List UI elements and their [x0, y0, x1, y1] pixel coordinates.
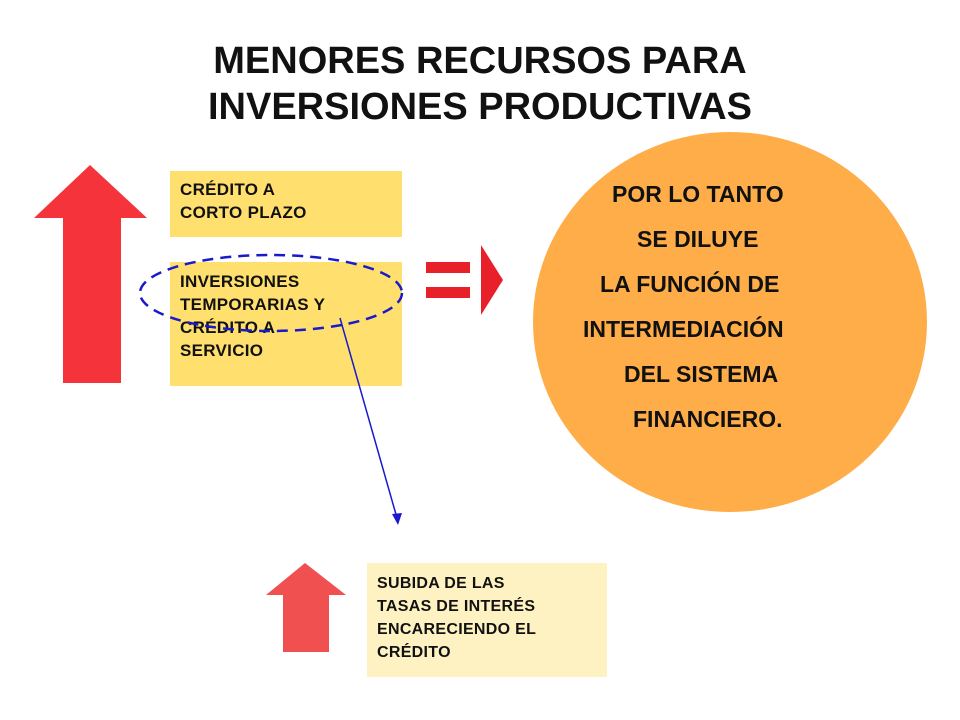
box-line: CORTO PLAZO — [180, 203, 307, 222]
conclusion-line: DEL SISTEMA — [624, 361, 779, 387]
title-line-2: INVERSIONES PRODUCTIVAS — [207, 86, 753, 128]
highlight-ellipse — [138, 253, 404, 333]
conclusion-line: INTERMEDIACIÓN — [583, 316, 784, 342]
box-line: CRÉDITO — [377, 644, 451, 661]
box-line: SERVICIO — [180, 341, 264, 360]
box-line: CRÉDITO A — [180, 180, 276, 199]
temporary-investments-box: INVERSIONES TEMPORARIAS Y CRÉDITO A SERV… — [170, 262, 402, 386]
pointer-arrowhead-icon — [392, 513, 402, 525]
box-line: CRÉDITO A — [180, 318, 276, 337]
big-up-arrow-icon — [34, 165, 147, 383]
small-up-arrow-icon — [266, 563, 346, 652]
conclusion-line: POR LO TANTO — [612, 181, 784, 207]
implies-arrow-icon — [426, 245, 503, 315]
short-term-credit-box: CRÉDITO A CORTO PLAZO — [170, 171, 402, 237]
box-line: TASAS DE INTERÉS — [377, 598, 536, 615]
title-line-1: MENORES RECURSOS PARA — [213, 40, 747, 82]
conclusion-text: POR LO TANTO SE DILUYE LA FUNCIÓN DE INT… — [533, 172, 927, 442]
box-line: TEMPORARIAS Y — [180, 295, 326, 314]
conclusion-line: SE DILUYE — [637, 226, 759, 252]
conclusion-line: FINANCIERO. — [633, 406, 783, 432]
pointer-line — [339, 317, 398, 519]
box-line: INVERSIONES — [180, 272, 300, 291]
conclusion-line: LA FUNCIÓN DE — [600, 271, 780, 297]
interest-rates-box: SUBIDA DE LAS TASAS DE INTERÉS ENCARECIE… — [367, 563, 607, 677]
box-line: SUBIDA DE LAS — [377, 575, 505, 592]
page-title: MENORES RECURSOS PARA INVERSIONES PRODUC… — [0, 38, 960, 130]
conclusion-circle — [533, 132, 927, 512]
box-line: ENCARECIENDO EL — [377, 621, 537, 638]
